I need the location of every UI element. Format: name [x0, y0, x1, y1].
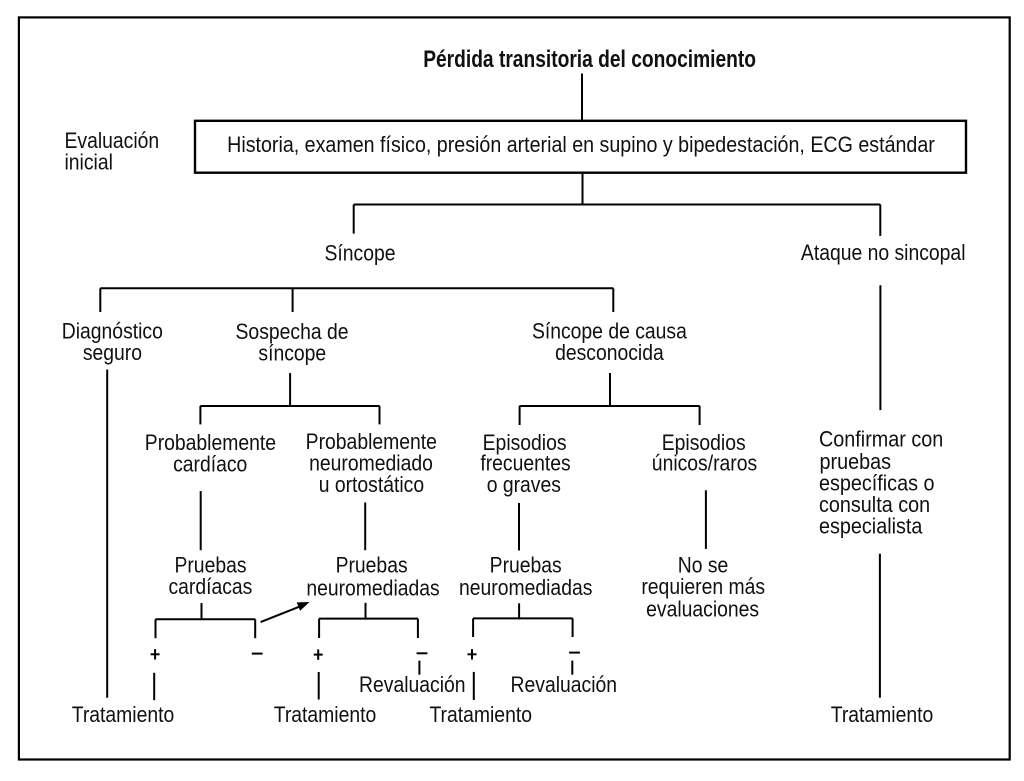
svg-text:cardíacas: cardíacas — [168, 575, 252, 600]
svg-text:Tratamiento: Tratamiento — [831, 703, 934, 728]
svg-text:seguro: seguro — [83, 341, 142, 366]
svg-text:Probablemente: Probablemente — [306, 430, 437, 455]
svg-text:Probablemente: Probablemente — [145, 431, 276, 456]
svg-text:Síncope de causa: Síncope de causa — [532, 319, 687, 344]
svg-text:Confirmar con: Confirmar con — [819, 427, 943, 451]
svg-text:Revaluación: Revaluación — [511, 673, 617, 698]
svg-text:Episodios: Episodios — [662, 431, 746, 456]
svg-text:frecuentes: frecuentes — [480, 451, 570, 476]
svg-text:Tratamiento: Tratamiento — [72, 703, 175, 728]
svg-text:Pruebas: Pruebas — [336, 553, 408, 578]
svg-text:No se: No se — [678, 553, 729, 578]
svg-text:Síncope: Síncope — [324, 241, 395, 266]
svg-text:Tratamiento: Tratamiento — [429, 703, 532, 728]
svg-text:inicial: inicial — [65, 150, 113, 175]
svg-text:Sospecha de: Sospecha de — [236, 320, 349, 345]
svg-text:Pérdida transitoria del conoci: Pérdida transitoria del conocimiento — [423, 45, 756, 73]
svg-text:evaluaciones: evaluaciones — [646, 597, 759, 622]
svg-text:desconocida: desconocida — [555, 341, 664, 366]
svg-text:o graves: o graves — [487, 473, 561, 498]
svg-text:Tratamiento: Tratamiento — [274, 703, 377, 728]
svg-text:requieren más: requieren más — [641, 575, 765, 600]
svg-text:Evaluación: Evaluación — [65, 129, 160, 154]
svg-text:u ortostático: u ortostático — [319, 473, 424, 498]
svg-text:neuromediado: neuromediado — [309, 451, 433, 476]
svg-text:especialista: especialista — [819, 514, 923, 538]
svg-text:Diagnóstico: Diagnóstico — [62, 319, 163, 344]
svg-text:consulta con: consulta con — [819, 493, 930, 517]
svg-text:Revaluación: Revaluación — [359, 673, 465, 698]
svg-text:Episodios: Episodios — [483, 431, 567, 456]
svg-text:Pruebas: Pruebas — [490, 553, 562, 578]
svg-text:pruebas: pruebas — [820, 450, 892, 474]
svg-text:únicos/raros: únicos/raros — [652, 451, 757, 476]
svg-text:neuromediadas: neuromediadas — [306, 576, 439, 601]
svg-text:cardíaco: cardíaco — [173, 452, 247, 477]
svg-text:neuromediadas: neuromediadas — [459, 576, 592, 601]
svg-text:Pruebas: Pruebas — [174, 553, 246, 578]
svg-text:Historia, examen físico, presi: Historia, examen físico, presión arteria… — [227, 133, 935, 157]
svg-text:Ataque no sincopal: Ataque no sincopal — [801, 241, 966, 266]
svg-text:específicas o: específicas o — [819, 471, 934, 495]
svg-text:síncope: síncope — [258, 341, 326, 366]
